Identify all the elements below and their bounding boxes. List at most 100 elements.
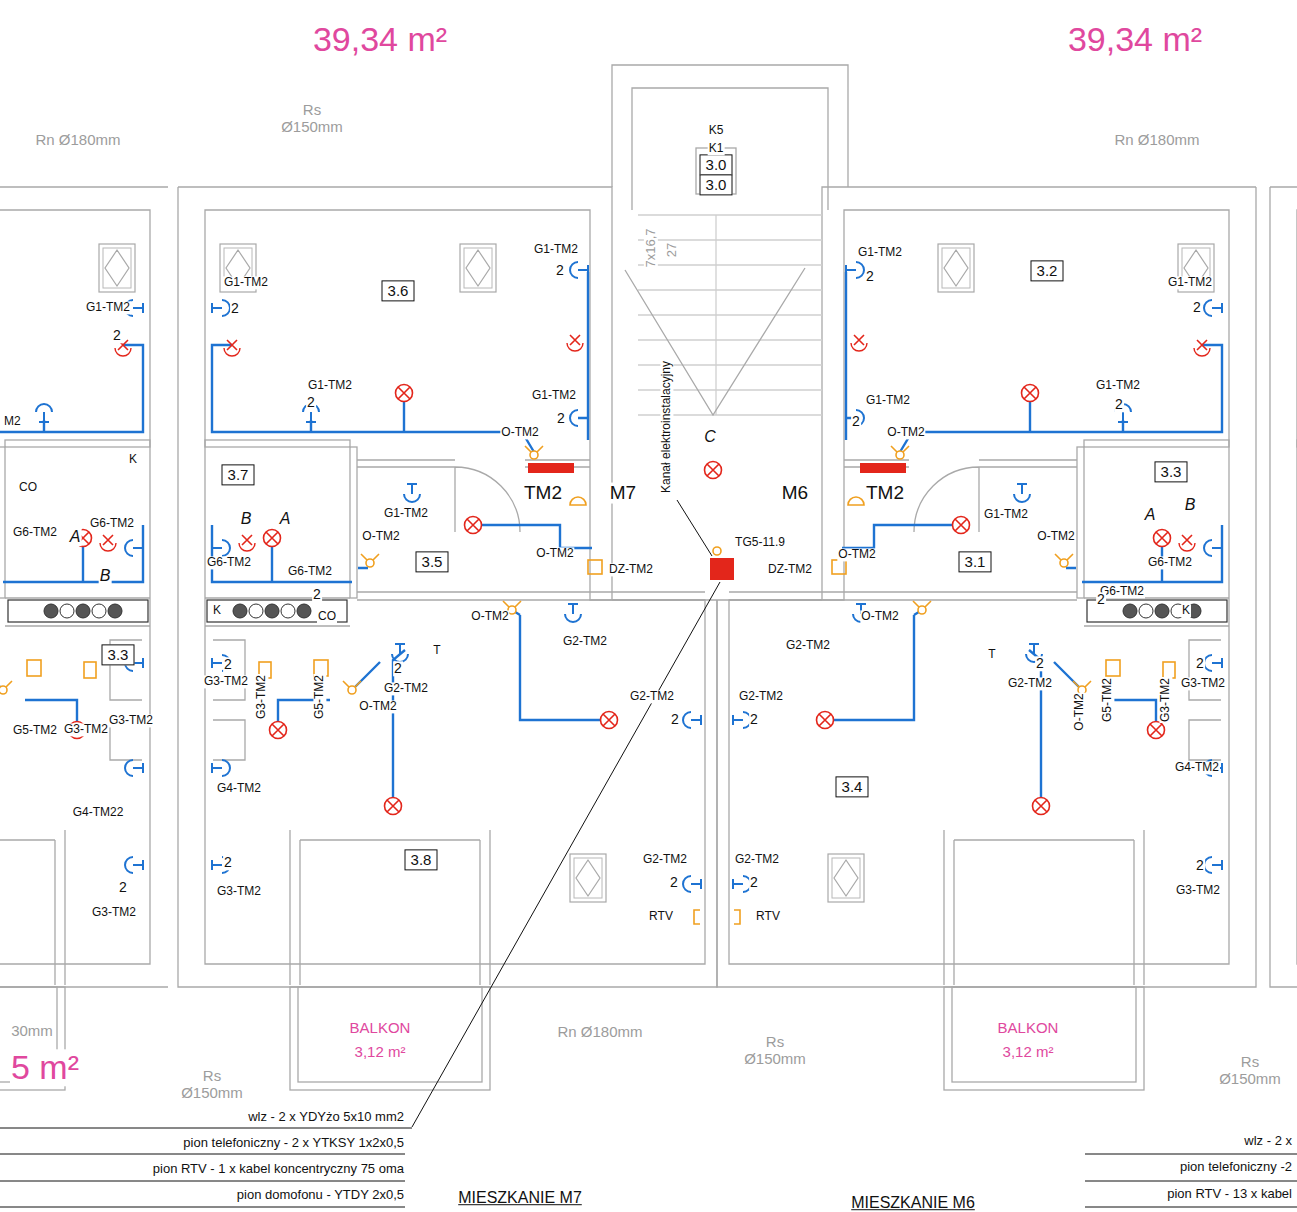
apartment-plan xyxy=(601,712,618,729)
plan-label: G5-TM2 xyxy=(1101,677,1114,723)
plan-label: G2-TM2 xyxy=(642,853,688,866)
stairwell xyxy=(625,268,805,415)
plan-label: G1-TM2 xyxy=(307,379,353,392)
plan-label: G3-TM2 xyxy=(63,723,109,736)
vent-block xyxy=(297,604,311,618)
wire xyxy=(482,525,592,548)
wire xyxy=(311,272,588,440)
plan-label: Rs Ø150mm xyxy=(275,102,349,135)
room-number-text: 3.6 xyxy=(388,282,409,299)
vent-block xyxy=(249,604,263,618)
apartment-plan xyxy=(264,530,281,547)
wall xyxy=(350,447,357,598)
plan-label: G3-TM2 xyxy=(203,675,249,688)
plan-label: 2 xyxy=(1195,858,1205,873)
room-number: 3.6 xyxy=(382,280,415,301)
plan-label: G2-TM2 xyxy=(738,690,784,703)
plan-label: Rn Ø180mm xyxy=(1113,132,1200,149)
plan-label: G6-TM2 xyxy=(12,526,58,539)
plan-label: G1-TM2 xyxy=(531,389,577,402)
apartment-plan xyxy=(683,876,701,892)
plan-label: O-TM2 xyxy=(500,426,539,439)
plan-label: G2-TM2 xyxy=(734,853,780,866)
room-number: 3.0 xyxy=(700,174,733,195)
plan-label: A xyxy=(69,528,82,546)
room-number-text: 3.4 xyxy=(842,778,863,795)
apartment-plan xyxy=(396,385,413,402)
apartment-plan xyxy=(570,410,588,426)
plan-label: C xyxy=(703,428,717,446)
plan-label: DZ-TM2 xyxy=(608,563,654,576)
plan-label: 7x16,7 xyxy=(644,227,658,268)
plan-label: G6-TM2 xyxy=(206,556,252,569)
wall xyxy=(205,440,350,447)
plan-label: 2 xyxy=(851,414,861,429)
plan-label: pion telefoniczny - 2 x YTKSY 1x2x0,5 xyxy=(182,1136,405,1150)
neighbour-plan xyxy=(0,187,168,1090)
apartment-plan xyxy=(683,712,701,728)
room-number: 3.3 xyxy=(102,644,135,665)
plan-label: 2 xyxy=(1114,397,1124,412)
wire xyxy=(352,650,405,797)
apartment-plan xyxy=(212,300,230,316)
wire xyxy=(512,610,600,720)
vent-block xyxy=(233,604,247,618)
terminal-symbol xyxy=(713,547,721,555)
plan-label: 2 xyxy=(556,411,566,426)
plan-label: G1-TM2 xyxy=(1167,276,1213,289)
plan-label: M2 xyxy=(3,415,22,428)
plan-label: 3,12 m² xyxy=(354,1044,407,1061)
room-number-text: 3.7 xyxy=(228,466,249,483)
plan-label: G4-TM2 xyxy=(216,782,262,795)
room-number-text: 3.0 xyxy=(706,156,727,173)
plan-label: 3,12 m² xyxy=(1002,1044,1055,1061)
plan-label: G3-TM2 xyxy=(255,674,268,720)
plan-label: G2-TM2 xyxy=(383,682,429,695)
wall xyxy=(298,987,482,1082)
stairwell xyxy=(612,65,848,600)
wall xyxy=(205,592,705,626)
stairwell xyxy=(612,65,848,600)
leader-line xyxy=(0,1128,412,1207)
distribution-board xyxy=(528,463,574,473)
plan-label: 2 xyxy=(230,301,240,316)
plan-label: BALKON xyxy=(997,1020,1060,1037)
plan-label: 2 xyxy=(749,712,759,727)
plan-label: O-TM2 xyxy=(1073,692,1086,731)
apartment-plan xyxy=(460,244,496,292)
plan-label: K xyxy=(128,453,138,466)
plan-label: G2-TM2 xyxy=(562,635,608,648)
plan-label: G1-TM2 xyxy=(85,301,131,314)
plan-label: G3-TM2 xyxy=(1175,884,1221,897)
plan-label: 39,34 m² xyxy=(1067,21,1203,58)
plan-label: G1-TM2 xyxy=(1095,379,1141,392)
wire xyxy=(212,272,600,797)
plan-label: 2 xyxy=(112,328,122,343)
room-number-text: 3.3 xyxy=(108,646,129,663)
plan-label: T xyxy=(432,644,441,657)
plan-label: O-TM2 xyxy=(886,426,925,439)
plan-label: K xyxy=(1181,604,1191,617)
leader-line xyxy=(412,582,720,1127)
plan-label: B xyxy=(99,567,112,585)
plan-label: TM2 xyxy=(865,483,905,504)
plan-label: G5-TM2 xyxy=(12,724,58,737)
orange-device xyxy=(570,497,586,505)
plan-label: A xyxy=(1144,506,1157,524)
plan-label: MIESZKANIE M6 xyxy=(850,1194,976,1212)
room-number-text: 3.5 xyxy=(422,553,443,570)
floor-plan xyxy=(705,462,722,479)
plan-label: 2 xyxy=(118,880,128,895)
plan-label: G6-TM2 xyxy=(287,565,333,578)
plan-label: G1-TM2 xyxy=(223,276,269,289)
plan-label: G4-TM22 xyxy=(72,806,125,819)
plan-label: 2 xyxy=(393,661,403,676)
distribution-board xyxy=(710,558,734,580)
room-number-text: 3.0 xyxy=(706,176,727,193)
plan-label: 2 xyxy=(306,395,316,410)
plan-label: 2 xyxy=(669,875,679,890)
plan-label: 2 xyxy=(312,587,322,602)
plan-label: 2 xyxy=(223,657,233,672)
floor-plan xyxy=(717,187,1256,1090)
